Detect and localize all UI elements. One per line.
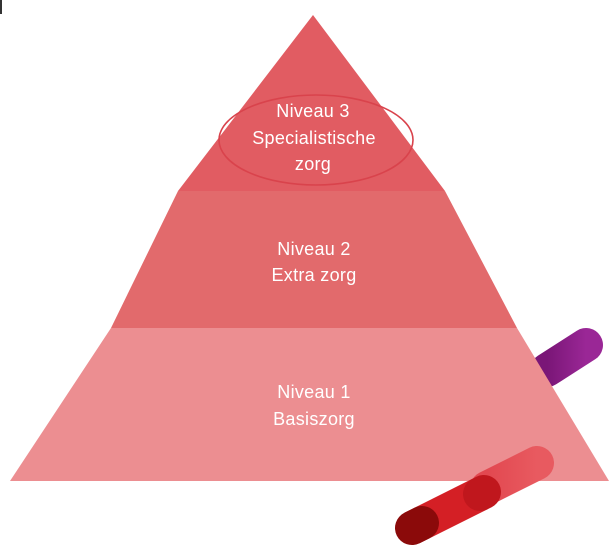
- level-3-title: Niveau 3: [276, 101, 349, 121]
- level-3-subtitle-line1: Specialistische: [252, 128, 376, 148]
- pyramid-level-3: [178, 15, 445, 191]
- level-1-subtitle: Basiszorg: [273, 409, 355, 429]
- purple-pen-decoration: [530, 328, 603, 387]
- pyramid-level-1: [10, 328, 609, 481]
- red-pen-decoration: [395, 446, 554, 545]
- level-2-title: Niveau 2: [277, 239, 350, 259]
- level-3-subtitle-line2: zorg: [295, 154, 331, 174]
- edge-mark: [0, 0, 2, 14]
- pyramid-level-2: [111, 191, 517, 328]
- level-1-title: Niveau 1: [277, 382, 350, 402]
- level-3-highlight-ellipse: [218, 94, 414, 186]
- level-2-subtitle: Extra zorg: [271, 265, 356, 285]
